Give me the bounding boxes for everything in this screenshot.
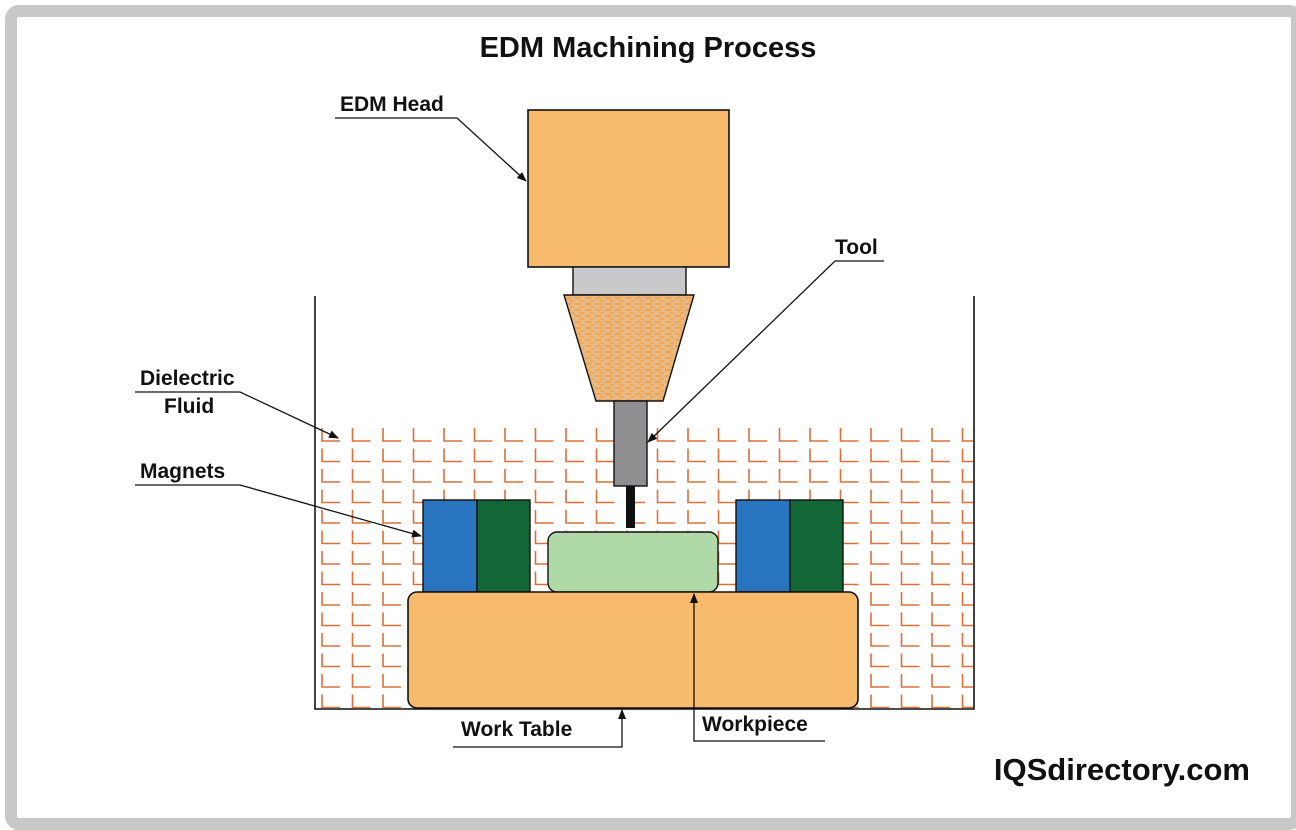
label-magnets: Magnets: [140, 460, 226, 483]
magnet-left-blue: [422, 499, 478, 593]
label-dielectric-line2: Fluid: [164, 395, 215, 418]
edm-head-leader: [335, 117, 527, 182]
workpiece-leader: [690, 593, 825, 742]
work-table-leader: [453, 709, 626, 748]
tank: [314, 296, 975, 710]
edm-head: [527, 109, 730, 268]
label-edm-head: EDM Head: [340, 93, 444, 116]
magnet-left-green: [476, 499, 531, 593]
diagram-title: EDM Machining Process: [479, 32, 817, 64]
tool-holder: [563, 294, 695, 402]
tool: [613, 400, 648, 487]
workpiece: [547, 531, 719, 593]
magnet-right-blue: [735, 499, 791, 593]
label-tool: Tool: [835, 236, 878, 259]
magnet-right-green: [789, 499, 844, 593]
tool-leader: [647, 260, 884, 443]
dielectric-leader: [135, 391, 339, 439]
leader-lines: [135, 117, 884, 748]
label-work-table: Work Table: [461, 718, 573, 741]
electrode-tip: [626, 486, 635, 528]
magnets-leader: [135, 484, 422, 538]
brand-watermark: IQSdirectory.com: [993, 752, 1250, 787]
work-table: [407, 591, 859, 709]
label-workpiece: Workpiece: [702, 713, 808, 736]
label-dielectric-line1: Dielectric: [140, 367, 235, 390]
spindle: [572, 266, 687, 296]
